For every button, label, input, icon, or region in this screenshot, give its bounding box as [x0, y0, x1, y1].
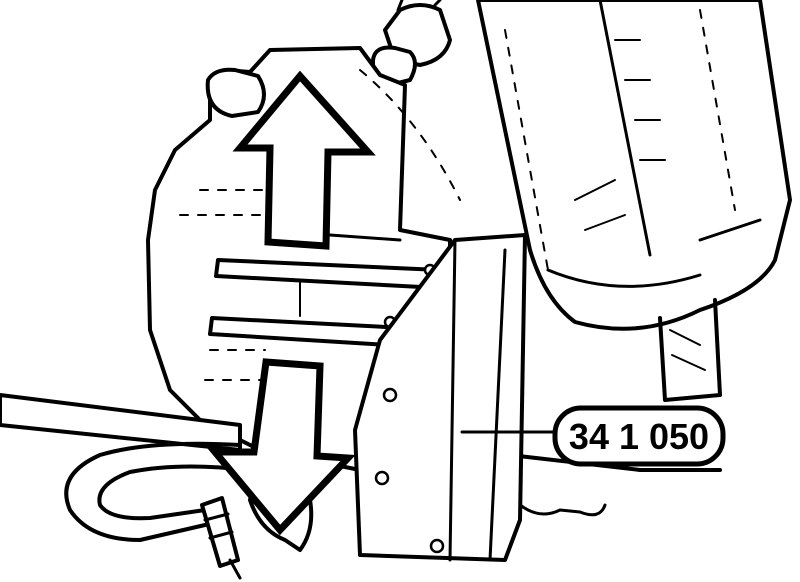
- brake-line: [64, 441, 250, 580]
- brake-hose-fitting: [370, 0, 452, 87]
- double-arrow-up-down-icon: [207, 70, 376, 536]
- caliper-bracket: [248, 448, 314, 552]
- part-number-callout: 34 1 050: [460, 405, 726, 467]
- part-number-label: 34 1 050: [569, 416, 709, 457]
- callout-frame: [552, 405, 726, 467]
- special-tool-plate: [353, 233, 527, 562]
- brake-disc: [476, 0, 792, 331]
